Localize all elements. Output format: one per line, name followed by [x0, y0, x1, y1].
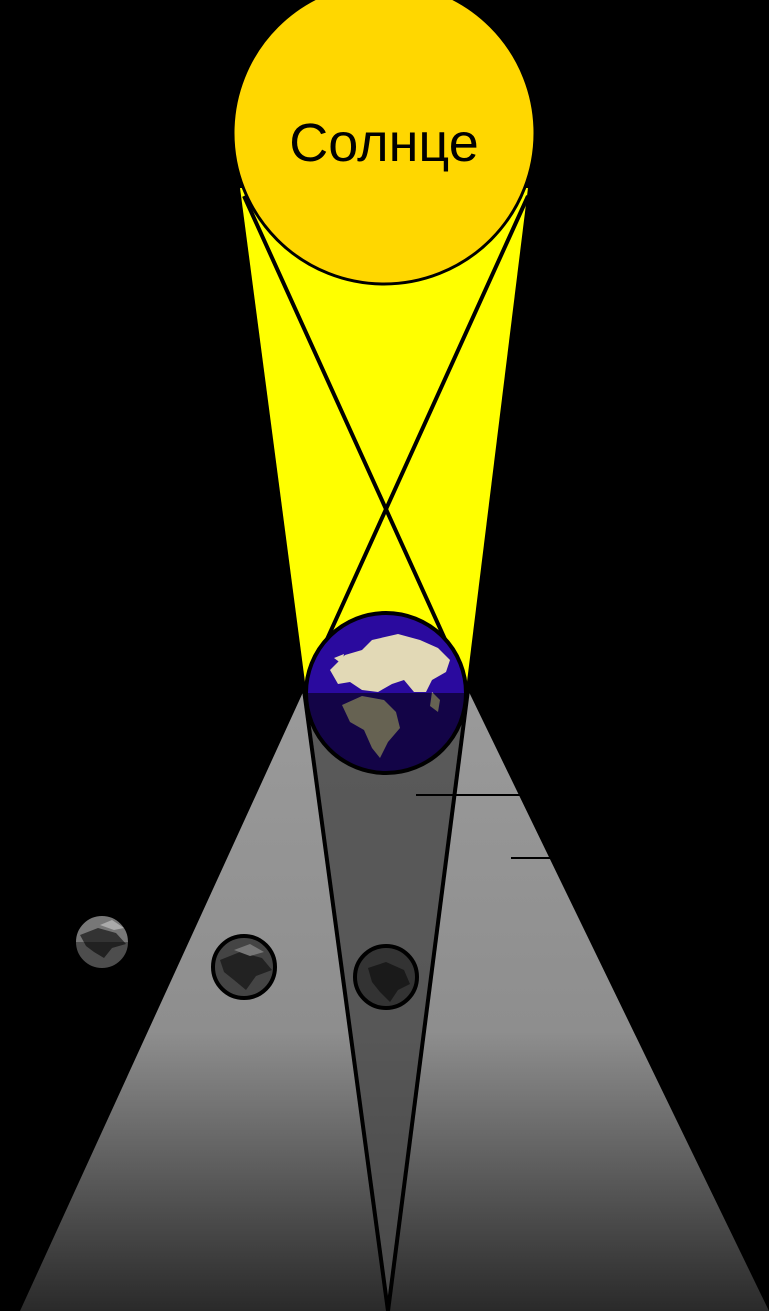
moon-outside-shadow: [75, 915, 130, 969]
sun-label: Солнце: [289, 113, 479, 173]
sun: Солнце: [233, 0, 535, 284]
moon-in-umbra: [355, 946, 417, 1008]
moon-in-penumbra: [213, 936, 275, 998]
